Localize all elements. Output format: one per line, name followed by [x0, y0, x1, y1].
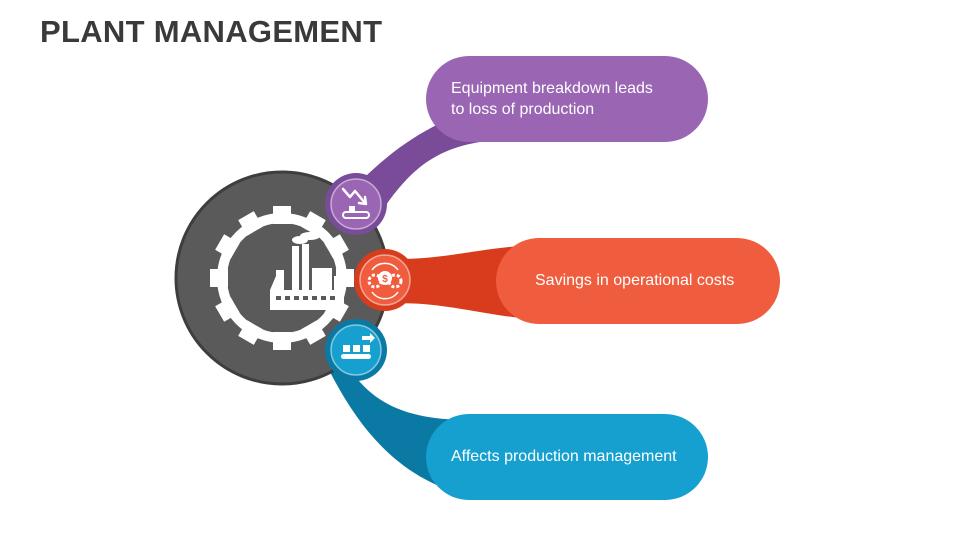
- item-savings-line-1: Savings in operational costs: [535, 272, 735, 289]
- svg-text:$: $: [382, 274, 388, 285]
- item-equipment-text: Equipment breakdown leads to loss of pro…: [451, 78, 653, 120]
- page-title: PLANT MANAGEMENT: [40, 14, 383, 49]
- gear-savings-icon: $: [367, 262, 403, 300]
- item-equipment-line-1: Equipment breakdown leads: [451, 80, 653, 97]
- conveyor-production-icon: [341, 333, 375, 359]
- item-production-line-1: Affects production management: [451, 448, 677, 465]
- item-equipment-line-2: to loss of production: [451, 101, 595, 118]
- connector-orange: [386, 246, 520, 318]
- factory-gear-icon: [210, 206, 354, 350]
- conveyor-decline-icon: [341, 187, 370, 219]
- icon-circle-equipment: [325, 173, 387, 235]
- item-production-text: Affects production management: [451, 446, 677, 467]
- pill-equipment: [426, 56, 708, 142]
- item-savings-text: Savings in operational costs: [535, 270, 734, 291]
- pill-production: [426, 414, 708, 500]
- pill-savings: [496, 238, 780, 324]
